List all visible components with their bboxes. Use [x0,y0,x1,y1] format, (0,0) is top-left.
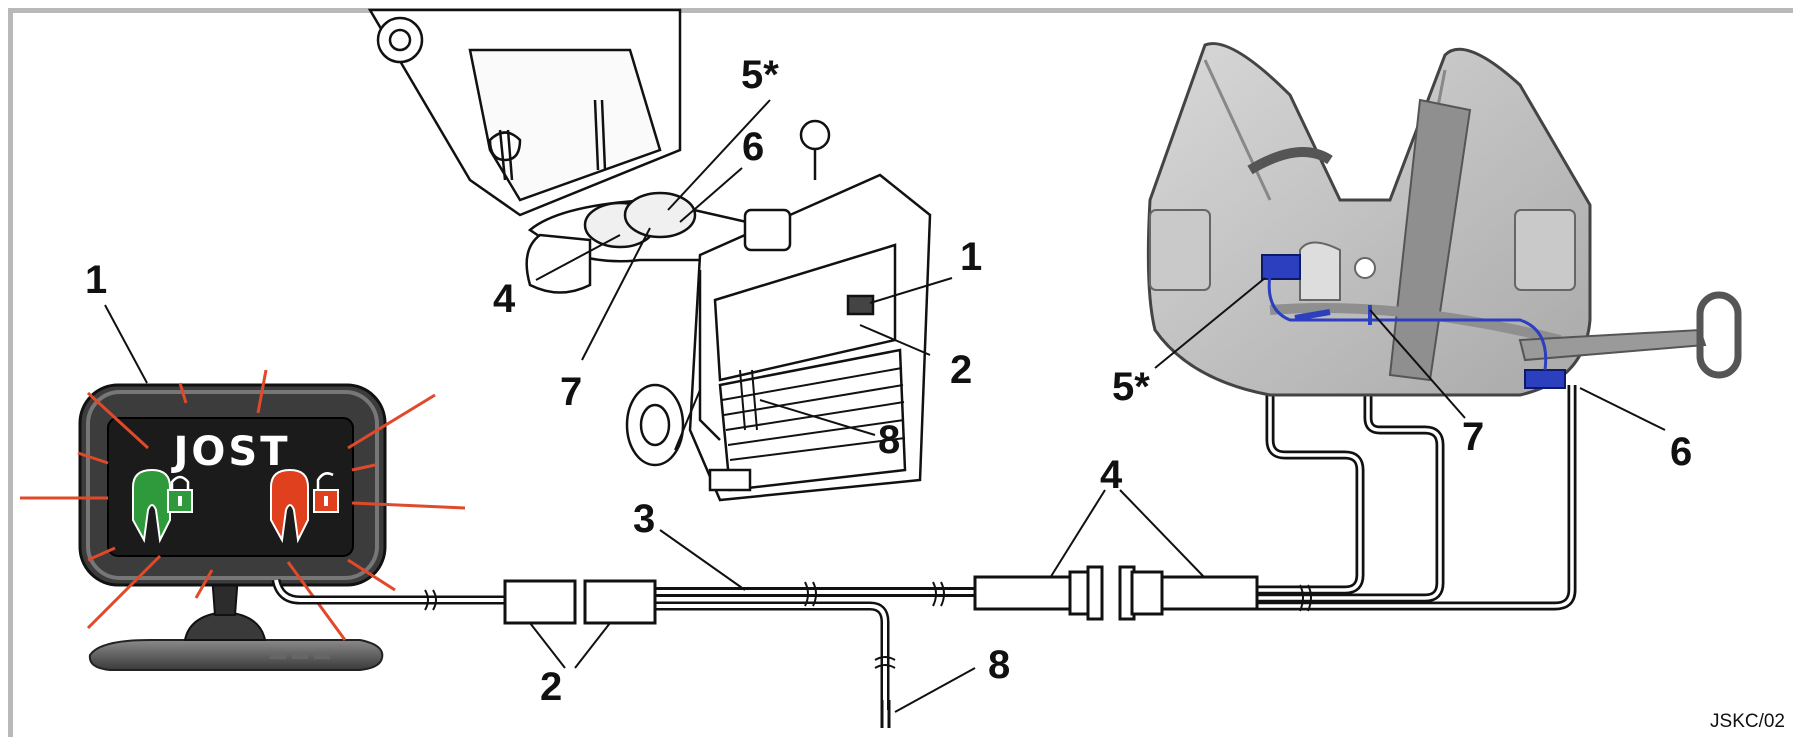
display-base [88,639,384,671]
sensor-5 [1261,254,1301,280]
king-pin [488,131,522,162]
callout-2-cable: 2 [540,665,562,709]
base-slot [292,654,308,659]
image-code: JSKC/02 [1710,711,1785,732]
truck-illustration [367,8,932,502]
callout-4-cable: 4 [1100,453,1123,497]
callout-8-cab: 8 [878,418,900,462]
callout-1-cab: 1 [960,235,982,279]
sensor-6 [1524,369,1566,389]
cable-harness [271,270,1577,728]
jost-logo: JOST [171,429,291,475]
coupling-plate [1146,42,1742,397]
callout-7-plate: 7 [1462,415,1484,459]
fifth-wheel-right [623,191,697,239]
connector-4 [973,565,1259,621]
callout-7-cab: 7 [560,370,582,414]
callout-6-plate: 6 [1670,430,1692,474]
base-slot [270,654,286,659]
callout-5-plate: 5* [1112,365,1150,409]
release-handle [1518,328,1707,362]
display-unit: JOST [20,369,466,671]
leader-lines [104,99,1666,713]
cable-break-marks [424,581,1312,669]
base-slot [314,654,330,659]
callout-3-cable: 3 [633,497,655,541]
display-housing-bevel [86,390,379,580]
alert-rays [20,369,466,641]
display-stand [183,610,267,641]
callout-4-cab: 4 [493,277,516,321]
cable-power [655,601,890,710]
callout-8-cable: 8 [988,643,1010,687]
callout-5-cab: 5* [741,53,779,97]
connector-2 [503,579,657,625]
lock-open-icon [270,468,339,544]
diagram-frame [8,8,1793,737]
dash-display [846,294,875,316]
callout-1-display: 1 [85,258,107,302]
callout-6-cab: 6 [742,125,764,169]
callout-2-cab: 2 [950,348,972,392]
cable-sensor-6 [1255,385,1577,611]
lock-closed-icon [132,468,193,544]
